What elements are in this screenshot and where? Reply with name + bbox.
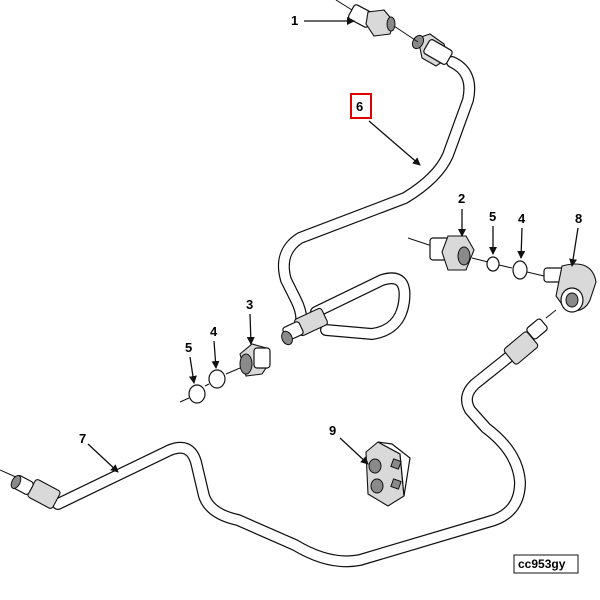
part-4-seal-left <box>204 369 226 389</box>
hydraulic-line-lower <box>0 309 557 568</box>
lower-tube-left-fitting <box>0 469 61 509</box>
svg-text:1: 1 <box>291 13 298 28</box>
callout-5-left: 5 <box>185 340 197 384</box>
part-2-adapter <box>407 235 489 271</box>
upper-tube-bottom-fitting <box>281 307 328 346</box>
part-5-oring-right <box>486 256 513 272</box>
image-code-label: cc953gy <box>513 554 579 574</box>
callout-2: 2 <box>458 191 466 237</box>
svg-text:9: 9 <box>329 423 336 438</box>
callout-4-right: 4 <box>517 211 526 259</box>
svg-text:8: 8 <box>575 211 582 226</box>
callout-9: 9 <box>329 423 369 465</box>
callout-4-left: 4 <box>210 324 220 369</box>
svg-text:3: 3 <box>246 297 253 312</box>
callout-6: 6 <box>350 93 421 166</box>
part-5-oring-left <box>179 384 206 404</box>
svg-text:5: 5 <box>489 209 496 224</box>
svg-text:4: 4 <box>518 211 526 226</box>
part-4-seal-right <box>512 260 545 280</box>
svg-text:4: 4 <box>210 324 218 339</box>
callout-6-highlight <box>350 93 372 119</box>
svg-text:6: 6 <box>356 99 363 114</box>
lower-tube-right-fitting <box>503 309 557 365</box>
callout-1: 1 <box>291 13 355 28</box>
callout-7: 7 <box>79 431 119 473</box>
callout-3: 3 <box>246 297 255 345</box>
part-1-fitting <box>335 0 419 43</box>
svg-text:7: 7 <box>79 431 86 446</box>
upper-tube-top-fitting <box>411 33 453 67</box>
part-8-elbow <box>543 263 597 313</box>
svg-text:2: 2 <box>458 191 465 206</box>
svg-text:5: 5 <box>185 340 192 355</box>
callout-5-right: 5 <box>489 209 497 255</box>
callout-8: 8 <box>569 211 582 267</box>
hydraulic-line-upper <box>277 33 476 346</box>
svg-text:cc953gy: cc953gy <box>518 557 566 571</box>
part-9-clamp <box>365 441 411 507</box>
part-3-adapter <box>225 343 271 377</box>
